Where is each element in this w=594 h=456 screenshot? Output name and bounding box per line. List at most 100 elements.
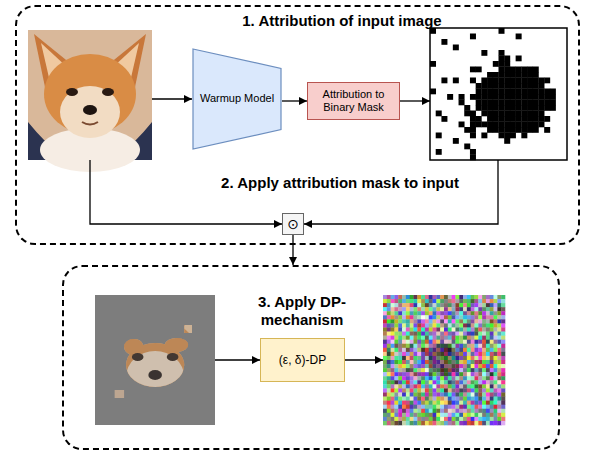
noise-pixel	[486, 336, 490, 340]
noise-pixel	[387, 364, 391, 368]
mask-pixel	[516, 67, 522, 73]
noise-pixel	[402, 409, 406, 413]
noise-pixel	[425, 405, 429, 409]
noise-pixel	[467, 364, 471, 368]
noise-pixel	[433, 336, 437, 340]
noise-pixel	[436, 401, 440, 405]
noise-pixel	[414, 405, 418, 409]
noise-pixel	[417, 332, 421, 336]
noise-pixel	[391, 299, 395, 303]
noise-pixel	[433, 388, 437, 392]
noise-pixel	[383, 295, 387, 299]
noise-pixel	[417, 372, 421, 376]
mask-pixel	[447, 94, 453, 100]
noise-pixel	[394, 397, 398, 401]
noise-pixel	[433, 372, 437, 376]
noise-pixel	[497, 311, 501, 315]
noise-pixel	[425, 295, 429, 299]
noise-pixel	[440, 380, 444, 384]
noise-pixel	[398, 336, 402, 340]
noise-pixel	[383, 299, 387, 303]
noise-pixel	[459, 328, 463, 332]
noise-pixel	[494, 328, 498, 332]
noise-pixel	[410, 336, 414, 340]
noise-pixel	[444, 413, 448, 417]
noise-pixel	[394, 405, 398, 409]
noise-pixel	[429, 372, 433, 376]
noise-pixel	[391, 368, 395, 372]
noise-pixel	[425, 372, 429, 376]
noise-pixel	[444, 360, 448, 364]
noise-pixel	[414, 376, 418, 380]
mask-pixel	[499, 89, 505, 95]
noise-pixel	[402, 348, 406, 352]
noise-pixel	[406, 323, 410, 327]
mask-pixel	[481, 94, 487, 100]
mask-pixel	[459, 122, 465, 128]
noise-pixel	[440, 372, 444, 376]
noise-pixel	[459, 303, 463, 307]
noise-pixel	[421, 417, 425, 421]
noise-pixel	[421, 311, 425, 315]
noise-pixel	[452, 360, 456, 364]
mask-pixel	[516, 116, 522, 122]
noise-pixel	[398, 348, 402, 352]
noise-pixel	[440, 319, 444, 323]
noise-pixel	[471, 328, 475, 332]
noise-pixel	[448, 360, 452, 364]
noise-pixel	[391, 332, 395, 336]
stage-region: 3. Apply DP-mechanism(ε, δ)-DP	[62, 265, 560, 450]
noise-pixel	[494, 352, 498, 356]
noise-pixel	[398, 303, 402, 307]
mask-pixel	[521, 105, 527, 111]
noise-pixel	[482, 295, 486, 299]
noise-pixel	[414, 348, 418, 352]
noise-pixel	[436, 319, 440, 323]
noise-pixel	[475, 323, 479, 327]
noise-pixel	[448, 364, 452, 368]
noise-pixel	[394, 401, 398, 405]
mask-pixel	[533, 67, 539, 73]
noise-pixel	[387, 397, 391, 401]
noise-pixel	[425, 348, 429, 352]
noise-pixel	[467, 323, 471, 327]
noise-pixel	[410, 315, 414, 319]
noise-pixel	[398, 315, 402, 319]
noise-pixel	[475, 368, 479, 372]
noise-pixel	[455, 295, 459, 299]
noise-pixel	[482, 417, 486, 421]
noise-pixel	[433, 364, 437, 368]
mask-pixel	[487, 116, 493, 122]
noise-pixel	[402, 376, 406, 380]
noise-pixel	[494, 299, 498, 303]
mask-pixel	[510, 89, 516, 95]
noise-pixel	[394, 336, 398, 340]
noise-pixel	[421, 303, 425, 307]
noise-pixel	[398, 340, 402, 344]
noise-pixel	[436, 315, 440, 319]
noise-pixel	[482, 328, 486, 332]
noise-pixel	[455, 344, 459, 348]
noise-pixel	[486, 356, 490, 360]
noise-pixel	[421, 336, 425, 340]
noise-pixel	[414, 336, 418, 340]
mask-pixel	[470, 67, 476, 73]
noise-pixel	[475, 388, 479, 392]
noise-pixel	[448, 380, 452, 384]
mask-pixel	[533, 100, 539, 106]
noise-pixel	[459, 417, 463, 421]
noise-pixel	[471, 340, 475, 344]
noise-pixel	[410, 307, 414, 311]
noise-pixel	[436, 388, 440, 392]
noise-pixel	[478, 344, 482, 348]
noise-pixel	[490, 307, 494, 311]
noise-pixel	[383, 328, 387, 332]
noise-pixel	[448, 319, 452, 323]
noise-pixel	[433, 409, 437, 413]
noise-pixel	[455, 421, 459, 425]
noise-pixel	[421, 421, 425, 425]
noise-pixel	[444, 368, 448, 372]
noise-pixel	[391, 405, 395, 409]
noise-pixel	[467, 348, 471, 352]
